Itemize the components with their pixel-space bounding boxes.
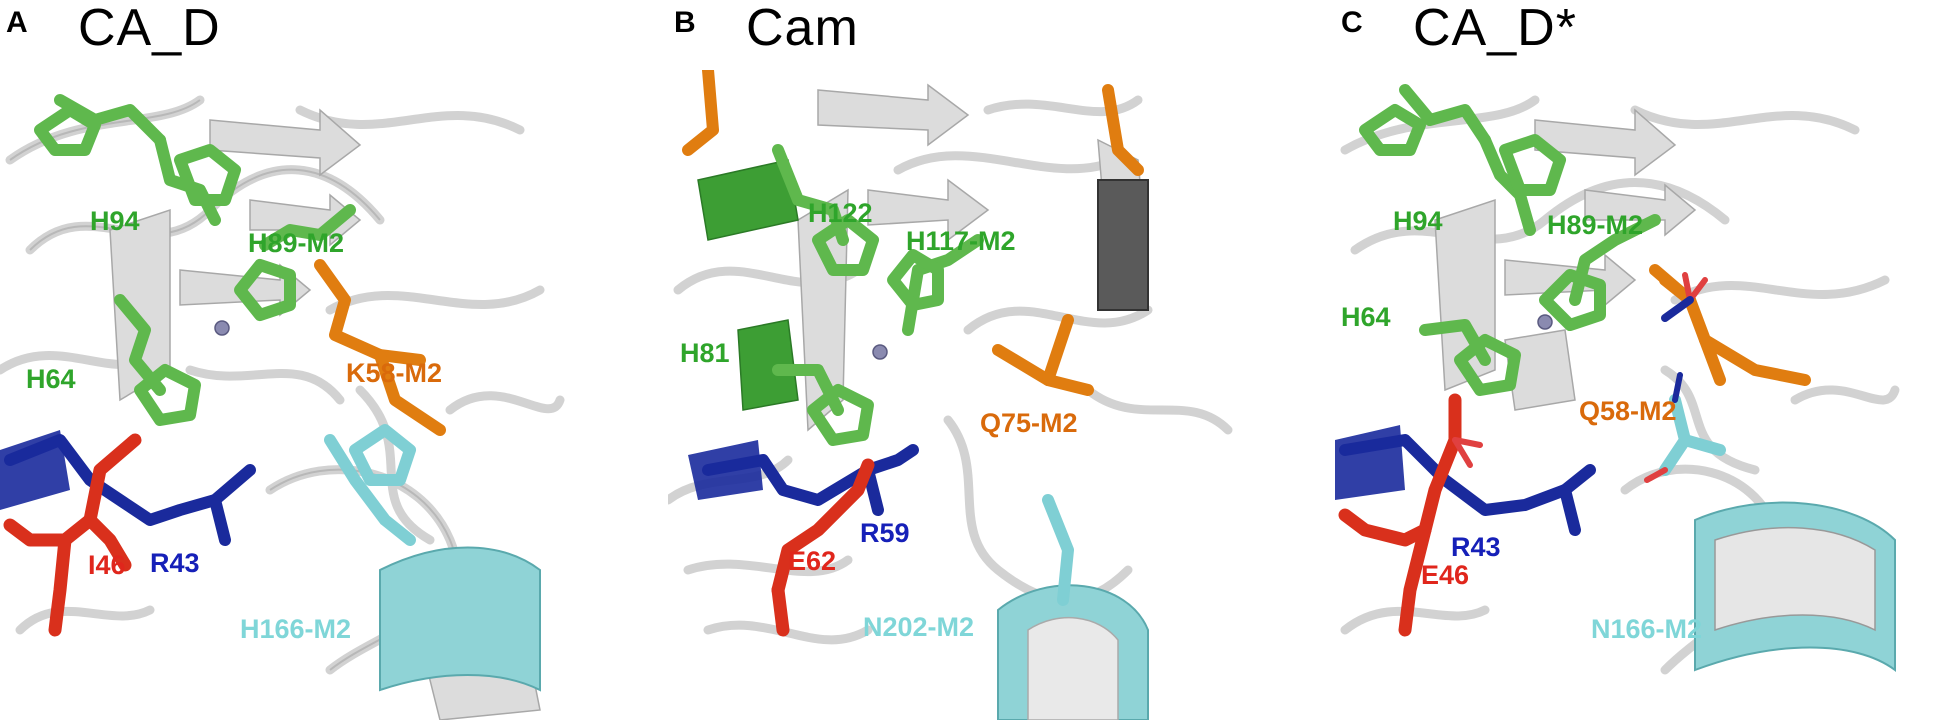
label-his3: H81 xyxy=(680,338,730,368)
label-his3: H64 xyxy=(1341,302,1391,332)
panel-letter: A xyxy=(6,6,28,39)
label-cyan-residue: H166-M2 xyxy=(240,614,351,644)
label-blue-residue: R43 xyxy=(150,548,200,578)
label-orange-residue: K58-M2 xyxy=(346,358,442,388)
label-his3: H64 xyxy=(26,364,76,394)
label-cyan-residue: N166-M2 xyxy=(1591,614,1702,644)
panel-title: CA_D xyxy=(78,0,221,57)
label-cyan-residue: N202-M2 xyxy=(863,612,974,642)
panel-letter: B xyxy=(674,6,696,39)
label-his1: H122 xyxy=(808,198,873,228)
label-his2: H89-M2 xyxy=(1547,210,1643,240)
label-his1: H94 xyxy=(90,206,140,236)
panel-c: C CA_D* xyxy=(1335,0,1956,726)
label-his2: H117-M2 xyxy=(906,226,1016,256)
panel-letter: C xyxy=(1341,6,1363,39)
label-blue-residue: R43 xyxy=(1451,532,1501,562)
label-his2: H89-M2 xyxy=(248,228,344,258)
panel-title: Cam xyxy=(746,0,859,57)
label-red-residue: E62 xyxy=(788,546,836,576)
label-his1: H94 xyxy=(1393,206,1443,236)
protein-structure-render: H94 H89-M2 H64 K58-M2 I46 R43 H166-M2 xyxy=(0,70,570,720)
panel-title: CA_D* xyxy=(1413,0,1577,57)
label-blue-residue: R59 xyxy=(860,518,910,548)
label-orange-residue: Q75-M2 xyxy=(980,408,1078,438)
label-orange-residue: Q58-M2 xyxy=(1579,396,1677,426)
protein-structure-render: H94 H89-M2 H64 Q58-M2 E46 R43 N166-M2 xyxy=(1335,70,1905,720)
label-red-residue: E46 xyxy=(1421,560,1469,590)
panel-a: A CA_D xyxy=(0,0,630,726)
protein-structure-render: H122 H117-M2 H81 Q75-M2 E62 R59 N202-M2 xyxy=(668,70,1238,720)
label-red-residue: I46 xyxy=(88,550,126,580)
panel-b: B Cam xyxy=(668,0,1298,726)
